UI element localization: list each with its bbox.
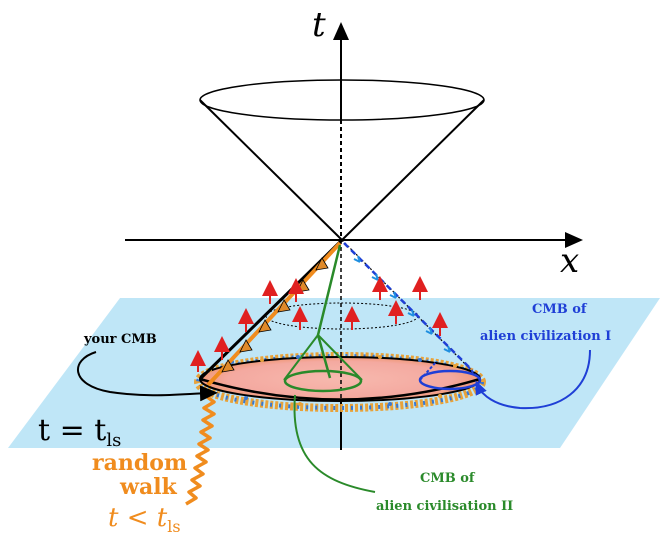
alien-2-leader [293, 394, 376, 493]
your-cmb-leader [77, 351, 218, 402]
future-cone-right-edge [341, 99, 485, 241]
random-walk-path [185, 389, 216, 506]
comoving-observer-arrows [190, 276, 448, 372]
alien-2-label-line2: alien civilisation II [376, 499, 513, 514]
alien-1-leader [475, 349, 591, 410]
random-walk-label-line2: walk [119, 474, 178, 500]
alien-1-label-line2: alien civilization I [480, 329, 611, 344]
alien-1-label-line1: CMB of [532, 302, 588, 317]
future-cone-left-edge [199, 99, 343, 241]
plane-equation: t = tls [38, 413, 121, 451]
random-walk-condition: t < tls [108, 503, 181, 534]
alien-2-cone-left [283, 334, 319, 381]
your-cmb-label: your CMB [83, 332, 157, 347]
alien-1-cone-right [463, 361, 481, 381]
past-cone-left-edge [198, 238, 344, 381]
alien-2-cone-right [317, 334, 363, 381]
alien-2-cmb-ellipse [283, 369, 363, 393]
cmb-disk [199, 356, 481, 402]
time-axis-label: t [312, 5, 326, 45]
alien-2-label-line1: CMB of [420, 471, 476, 486]
alien-1-cone-left [419, 361, 437, 381]
space-axis-label: x [560, 241, 579, 281]
photon-path-alien-1 [343, 242, 473, 371]
random-walk-label-line1: random [92, 450, 187, 476]
